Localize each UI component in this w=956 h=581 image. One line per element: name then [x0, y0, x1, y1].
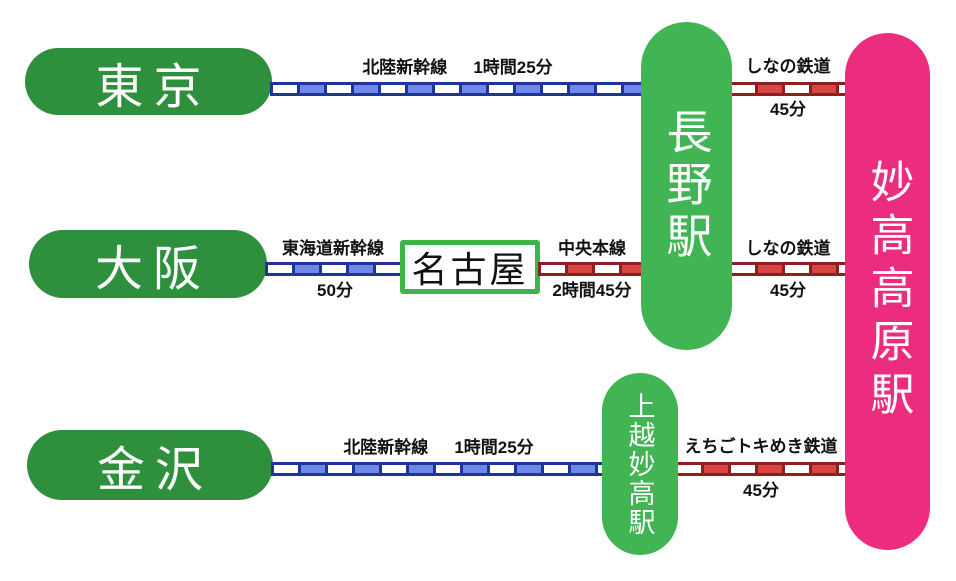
track-echigo-tokimeki-railway	[674, 462, 854, 476]
duration-tokyo-nagano: 1時間25分	[473, 58, 553, 77]
line-name-shinano-railway: しなの鉄道	[745, 57, 831, 76]
track-tokaido-shinkansen	[265, 262, 411, 276]
origin-badge-kanazawa: 金沢	[27, 430, 273, 500]
track-hokuriku-shinkansen-tokyo-nagano	[270, 82, 651, 96]
track-shinano-railway-top	[728, 82, 854, 96]
duration-tokaido-shinkansen: 50分	[265, 279, 405, 301]
duration-text: 45分	[770, 281, 806, 300]
track-hokuriku-shinkansen-kanazawa-joetsu	[271, 462, 612, 476]
duration-text: 2時間45分	[552, 281, 632, 300]
line-name-echigo-tokimeki: えちごトキめき鉄道	[684, 437, 838, 456]
duration-text: 45分	[743, 481, 779, 500]
line-name-hokuriku-shinkansen: 北陸新幹線	[362, 58, 448, 77]
label-echigo-tokimeki-railway: えちごトキめき鉄道	[668, 435, 854, 457]
duration-shinano-railway-top: 45分	[724, 98, 852, 120]
label-shinano-railway-top: しなの鉄道	[724, 55, 852, 77]
duration-text: 45分	[770, 100, 806, 119]
label-tokaido-shinkansen: 東海道新幹線	[258, 237, 408, 259]
line-name-shinano-railway: しなの鉄道	[745, 239, 831, 258]
origin-badge-osaka: 大阪	[29, 230, 267, 298]
label-shinano-railway-mid: しなの鉄道	[724, 237, 852, 259]
line-name-hokuriku-shinkansen: 北陸新幹線	[343, 438, 429, 457]
label-chuo-main-line: 中央本線	[538, 237, 646, 259]
duration-text: 50分	[317, 281, 353, 300]
duration-chuo-main-line: 2時間45分	[534, 279, 650, 301]
station-badge-nagano: 長野駅	[641, 22, 732, 350]
duration-shinano-railway-mid: 45分	[724, 279, 852, 301]
duration-echigo-tokimeki: 45分	[674, 479, 848, 501]
label-kanazawa-joetsu-line: 北陸新幹線 1時間25分	[271, 436, 606, 458]
line-name-chuo-main-line: 中央本線	[558, 239, 626, 258]
duration-kanazawa-joetsu: 1時間25分	[454, 438, 534, 457]
station-box-nagoya: 名古屋	[400, 240, 540, 294]
label-tokyo-nagano-line: 北陸新幹線 1時間25分	[270, 56, 645, 78]
station-badge-joetsu-myoko: 上越妙高駅	[602, 373, 678, 555]
track-shinano-railway-mid	[728, 262, 854, 276]
station-badge-myoko-kogen: 妙高高原駅	[845, 33, 930, 550]
track-chuo-main-line	[538, 262, 652, 276]
origin-badge-tokyo: 東京	[25, 48, 272, 115]
line-name-tokaido-shinkansen: 東海道新幹線	[282, 239, 384, 258]
